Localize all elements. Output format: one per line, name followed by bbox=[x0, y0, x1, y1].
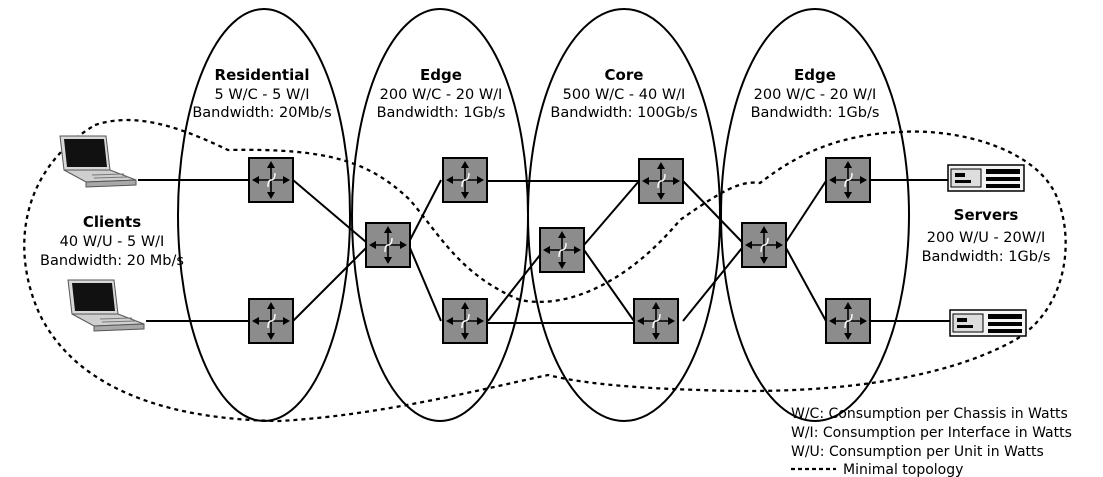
servers-power: 200 W/U - 20W/I bbox=[927, 230, 1046, 246]
edge-right-title: Edge bbox=[794, 66, 836, 84]
legend: W/C: Consumption per Chassis in Watts W/… bbox=[791, 406, 1072, 477]
router-edge-right-top bbox=[825, 157, 871, 203]
residential-bandwidth: Bandwidth: 20Mb/s bbox=[192, 105, 331, 121]
router-edge-left-center bbox=[365, 222, 411, 268]
edge-right-power: 200 W/C - 20 W/I bbox=[754, 87, 877, 103]
router-edge-left-top bbox=[442, 157, 488, 203]
router-core-bottom bbox=[633, 298, 679, 344]
legend-wu: W/U: Consumption per Unit in Watts bbox=[791, 444, 1044, 460]
clients-power: 40 W/U - 5 W/I bbox=[60, 234, 165, 250]
edge-left-power: 200 W/C - 20 W/I bbox=[380, 87, 503, 103]
router-core-top bbox=[638, 158, 684, 204]
edge-left-title: Edge bbox=[420, 66, 462, 84]
edge-right-bandwidth: Bandwidth: 1Gb/s bbox=[751, 105, 880, 121]
clients-title: Clients bbox=[83, 213, 141, 231]
legend-wi: W/I: Consumption per Interface in Watts bbox=[791, 425, 1072, 441]
legend-minimal: Minimal topology bbox=[843, 462, 963, 477]
clients-bandwidth: Bandwidth: 20 Mb/s bbox=[40, 253, 184, 269]
links bbox=[138, 179, 950, 324]
server-top-icon bbox=[947, 164, 1025, 192]
legend-wc: W/C: Consumption per Chassis in Watts bbox=[791, 406, 1068, 422]
servers-title: Servers bbox=[954, 206, 1019, 224]
edge-right-zone bbox=[720, 8, 910, 422]
server-bottom-icon bbox=[949, 309, 1027, 337]
router-edge-right-center bbox=[741, 222, 787, 268]
core-title: Core bbox=[605, 66, 644, 84]
router-edge-left-bottom bbox=[442, 298, 488, 344]
residential-power: 5 W/C - 5 W/I bbox=[215, 87, 310, 103]
core-bandwidth: Bandwidth: 100Gb/s bbox=[550, 105, 697, 121]
edge-left-bandwidth: Bandwidth: 1Gb/s bbox=[377, 105, 506, 121]
client-laptop-bottom-icon bbox=[67, 279, 145, 332]
client-laptop-top-icon bbox=[59, 135, 137, 188]
servers-bandwidth: Bandwidth: 1Gb/s bbox=[922, 249, 1051, 265]
router-edge-right-bottom bbox=[825, 298, 871, 344]
residential-title: Residential bbox=[215, 66, 310, 84]
router-residential-top bbox=[248, 157, 294, 203]
router-core-left bbox=[539, 227, 585, 273]
core-power: 500 W/C - 40 W/I bbox=[563, 87, 686, 103]
router-residential-bottom bbox=[248, 298, 294, 344]
